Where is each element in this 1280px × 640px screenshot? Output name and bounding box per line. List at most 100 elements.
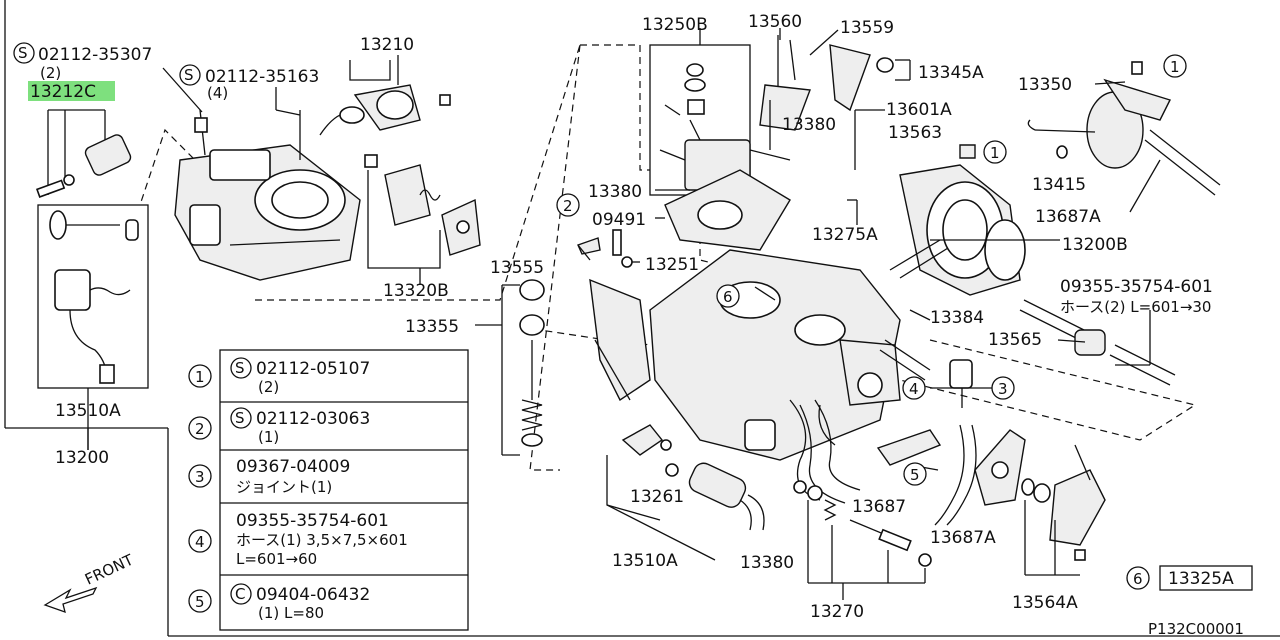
legend-1-code: 02112-05107 <box>256 359 370 379</box>
callout-13250b: 13250B <box>642 15 708 35</box>
ref-3-right-label: 3 <box>998 380 1008 398</box>
callout-13320b: 13320B <box>383 281 449 301</box>
callout-13510a-bot: 13510A <box>612 551 678 571</box>
callout-13687-bot: 13687 <box>852 497 906 517</box>
callout-13251: 13251 <box>645 255 699 275</box>
legend-1-no: 1 <box>195 368 205 386</box>
ref-6-bottom <box>1126 566 1150 590</box>
ref-2 <box>556 193 580 217</box>
callout-13200: 13200 <box>55 448 109 468</box>
throttle-positioner-13564a <box>974 429 1106 576</box>
leader-lines <box>87 28 1178 579</box>
legend-1-prefix: S <box>235 359 245 377</box>
legend-4-detail: ホース(1) 3,5×7,5×601 <box>236 531 408 549</box>
callout-13565: 13565 <box>988 330 1042 350</box>
pump-13355 <box>501 279 545 456</box>
callout-13355: 13355 <box>405 317 459 337</box>
ref-3-right <box>991 376 1015 400</box>
callout-09355-hose: 09355-35754-601 <box>1060 277 1213 297</box>
hose-13687 <box>799 399 977 526</box>
legend-2-detail: (1) <box>258 428 279 446</box>
bracket-5 <box>876 429 942 466</box>
sensor-assembly <box>35 109 149 450</box>
legend-5-prefix: C <box>235 585 245 603</box>
jet-parts <box>577 229 633 268</box>
legend-4-detail2: L=601→60 <box>236 550 317 568</box>
diaphragm-13320b <box>364 154 481 269</box>
ref-6-bottom-label: 6 <box>1133 570 1143 588</box>
callout-13261: 13261 <box>630 487 684 507</box>
callout-13564a: 13564A <box>1012 593 1078 613</box>
callout-13415: 13415 <box>1032 175 1086 195</box>
ref-4-right-label: 4 <box>909 380 919 398</box>
front-label: FRONT <box>82 550 137 588</box>
ref-6-mid <box>716 284 740 308</box>
callout-09355-hose-sub: ホース(2) L=601→30 <box>1060 298 1211 316</box>
ref-6-mid-label: 6 <box>723 288 733 306</box>
callout-13212c: 13212C <box>30 82 96 102</box>
frame <box>4 0 1280 637</box>
callout-13270: 13270 <box>810 602 864 622</box>
callout-13510a-left: 13510A <box>55 401 121 421</box>
callout-09491: 09491 <box>592 210 646 230</box>
ref-1-top <box>1163 54 1187 78</box>
legend-5-detail: (1) L=80 <box>258 604 324 622</box>
legend-2-no: 2 <box>195 420 205 438</box>
callout-13200b: 13200B <box>1062 235 1128 255</box>
callout-13350: 13350 <box>1018 75 1072 95</box>
callout-labels: S 02112-35307 (2) 13212C 13210 S 02112-3… <box>13 12 1253 622</box>
callout-13563: 13563 <box>888 123 942 143</box>
cover-13210 <box>319 60 451 136</box>
ref-4-right <box>902 376 926 400</box>
idle-parts-13270 <box>793 480 932 600</box>
callout-13210: 13210 <box>360 35 414 55</box>
legend-3-detail: ジョイント(1) <box>236 478 332 496</box>
legend-5-no: 5 <box>195 593 205 611</box>
carburetor-body-main <box>589 249 901 501</box>
highlight-13212c <box>28 81 115 101</box>
legend-2-prefix: S <box>235 409 245 427</box>
svg-text:S: S <box>184 66 194 84</box>
ref-1-mid <box>983 140 1007 164</box>
callout-13555: 13555 <box>490 258 544 278</box>
legend-table: 1 S 02112-05107 (2) 2 S 02112-03063 (1) … <box>188 349 469 631</box>
callout-02112-35307: 02112-35307 <box>38 45 152 65</box>
legend-2-code: 02112-03063 <box>256 409 370 429</box>
ref-5-right-label: 5 <box>910 466 920 484</box>
carburetor-body-left <box>174 109 361 281</box>
hose-13565 <box>1019 299 1176 386</box>
callout-13275a: 13275A <box>812 225 878 245</box>
callout-13687a-bot: 13687A <box>930 528 996 548</box>
choke-chamber-13200b <box>889 144 1026 296</box>
ref-2-label: 2 <box>563 197 573 215</box>
choke-linkage <box>749 35 911 161</box>
callout-13601a: 13601A <box>886 100 952 120</box>
legend-4-code: 09355-35754-601 <box>236 511 389 531</box>
callout-02112-35163: 02112-35163 <box>205 67 319 87</box>
svg-text:S: S <box>18 44 28 62</box>
legend-3-no: 3 <box>195 468 205 486</box>
callout-13687a-top: 13687A <box>1035 207 1101 227</box>
legend-5-code: 09404-06432 <box>256 585 370 605</box>
callout-13560: 13560 <box>748 12 802 32</box>
legend-1-detail: (2) <box>258 378 279 396</box>
callout-13380-bot: 13380 <box>740 553 794 573</box>
gasket-13380 <box>664 169 791 251</box>
vacuum-diaphragm-13350 <box>1027 61 1221 196</box>
ref-1-mid-label: 1 <box>990 144 1000 162</box>
legend-3-code: 09367-04009 <box>236 457 350 477</box>
callout-02112-35163-qty: (4) <box>207 84 228 102</box>
callout-13559: 13559 <box>840 18 894 38</box>
callout-13380-top: 13380 <box>782 115 836 135</box>
front-indicator: FRONT <box>43 550 137 614</box>
diagram-code: P132C00001 <box>1148 620 1244 638</box>
callout-13325a: 13325A <box>1168 569 1234 589</box>
callout-13345a: 13345A <box>918 63 984 83</box>
ref-1-top-label: 1 <box>1170 58 1180 76</box>
legend-4-no: 4 <box>195 533 205 551</box>
joint-and-hose <box>879 339 973 408</box>
callout-13380-mid: 13380 <box>588 182 642 202</box>
callout-02112-35307-qty: (2) <box>40 64 61 82</box>
fuel-cut-13510a <box>606 424 765 561</box>
